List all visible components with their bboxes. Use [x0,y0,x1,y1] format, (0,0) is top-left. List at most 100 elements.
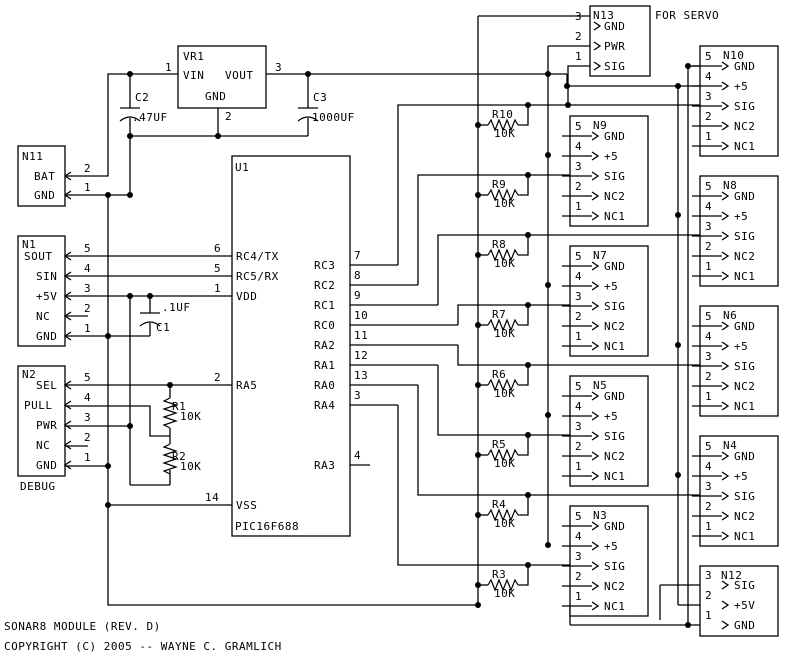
copyright-line: COPYRIGHT (C) 2005 -- WAYNE C. GRAMLICH [4,640,282,653]
pin-arrow [591,341,600,351]
vr1-num-out: 3 [275,61,282,74]
pin-arrow [721,511,730,521]
n11-pin-num: 1 [84,181,91,194]
resistor-body [487,318,519,332]
u1-pin-label: VSS [236,499,257,512]
sonar-pin-label: SIG [604,430,625,443]
pin-arrow [721,231,730,241]
n12-pin-label: GND [734,619,755,632]
sonar-pin-number: 5 [575,510,582,523]
u1-pin-number: 12 [354,349,368,362]
vr1-pin-vin: VIN [183,69,204,82]
debug-label: DEBUG [20,480,56,493]
sonar-pin-number: 4 [705,70,712,83]
connector-body [699,175,779,287]
sonar-pin-label: GND [734,320,755,333]
pin-arrow [721,471,730,481]
connector-name: N9 [593,119,607,132]
pin-arrow [721,191,730,201]
resistor-name: R10 [492,108,513,121]
u1-pin-number: 10 [354,309,368,322]
u1-pin-number: 1 [214,282,221,295]
junction-dot [475,122,481,128]
resistor-value: 10K [494,127,515,140]
resistor-name: R7 [492,308,506,321]
u1-pin-label: RC3 [314,259,335,272]
resistor-value: 10K [494,517,515,530]
pin-arrow [721,121,730,131]
pin-arrow [591,471,600,481]
sonar-pin-label: NC1 [734,530,755,543]
pin-arrow [721,211,730,221]
pin-arrow [591,151,600,161]
resistor-value: 10K [494,457,515,470]
connector-body [569,505,649,617]
junction-dot [127,293,133,299]
junction-dot [475,322,481,328]
sonar-pin-number: 2 [705,500,712,513]
u1-pin-label: RC5/RX [236,270,279,283]
pin-arrow [593,21,602,31]
junction-dot [525,172,531,178]
pin-arrow [721,251,730,261]
u1-pin-label: RA1 [314,359,335,372]
junction-dot [127,192,133,198]
pin-arrow [591,541,600,551]
junction-dot [675,472,681,478]
connector-body [699,435,779,547]
c3-name: C3 [313,91,327,104]
junction-dot [685,622,691,628]
pin-arrow [591,561,600,571]
sonar-pin-label: GND [604,260,625,273]
c1-value: .1UF [162,301,191,314]
r2-value: 10K [180,460,201,473]
pin-arrow [63,380,72,390]
u1-pin-label: RA5 [236,379,257,392]
pin-arrow [63,291,72,301]
sonar-pin-label: +5 [734,470,748,483]
junction-dot [127,423,133,429]
connector-name: N5 [593,379,607,392]
junction-dot [475,582,481,588]
r2-label: R2 [172,450,186,463]
n1-pin-number: 1 [84,322,91,335]
pin-arrow [721,361,730,371]
sonar-pin-label: SIG [604,560,625,573]
u1-pin-number: 7 [354,249,361,262]
module-title: SONAR8 MODULE (REV. D) [4,620,161,633]
debug-resistors: R1 10K R2 10K [162,397,201,475]
u1-pin-label: RC1 [314,299,335,312]
connector-name: N10 [723,49,744,62]
sonar-pin-label: GND [604,520,625,533]
sonar-pin-label: NC1 [734,270,755,283]
n1-pin-number: 2 [84,302,91,315]
sonar-pin-number: 1 [705,390,712,403]
pin-arrow [63,311,72,321]
resistor-name: R6 [492,368,506,381]
connector-body [569,115,649,227]
sonar-pin-label: +5 [734,210,748,223]
connector-name: N6 [723,309,737,322]
connector-body [699,305,779,417]
pin-arrow [721,141,730,151]
junction-dot [565,102,571,108]
sonar-pin-number: 4 [575,270,582,283]
junction-dot [167,382,173,388]
sonar-pin-number: 2 [575,180,582,193]
sonar-pin-label: NC1 [604,470,625,483]
connector-n11: N11 BAT GND 2 1 [17,145,91,207]
pin-arrow [63,420,72,430]
n13-pin-number: 3 [575,10,582,23]
resistor-body [487,188,519,202]
connector-name: N8 [723,179,737,192]
n1-name: N1 [22,238,36,251]
c1-name: C1 [156,321,170,334]
sonar-pin-number: 3 [705,220,712,233]
